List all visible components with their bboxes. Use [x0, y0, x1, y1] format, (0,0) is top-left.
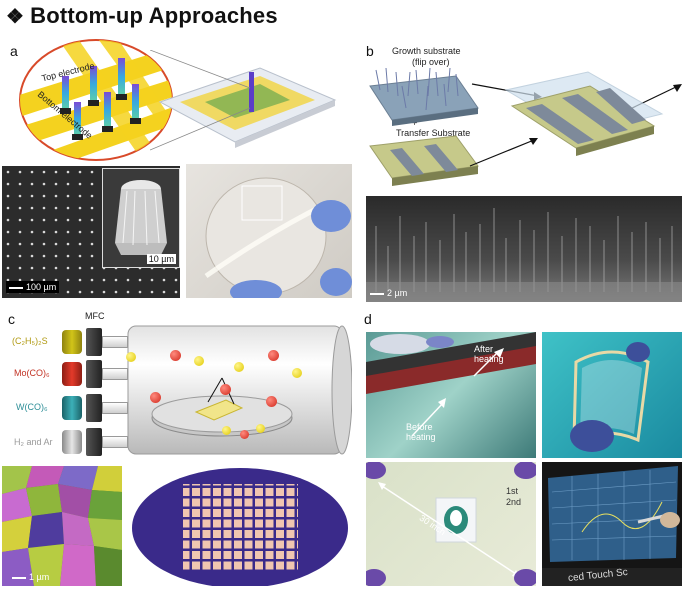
- bullet-icon: ❖: [6, 6, 25, 28]
- panel-a-transparent-device-photo: [186, 164, 352, 298]
- scale-bar-2um: 2 µm: [370, 288, 407, 298]
- panel-b-transfer-schematic: [369, 67, 682, 186]
- mo-molecule: [266, 396, 277, 407]
- mfc-4: [86, 428, 102, 456]
- mo-molecule: [220, 384, 231, 395]
- grain-map: [2, 466, 122, 586]
- page-title: ❖Bottom-up Approaches: [6, 3, 278, 29]
- first-layer-label: 1st: [506, 486, 519, 496]
- panel-d-label: d: [364, 311, 372, 327]
- panel-a-device-schematic: [150, 50, 337, 151]
- touch-screen-scene: [542, 466, 682, 586]
- s-molecule: [234, 362, 244, 372]
- panel-c-patterned-wafer-image: [128, 466, 352, 586]
- panel-a-label: a: [10, 43, 18, 59]
- inset-scale-label: 10 µm: [146, 254, 176, 264]
- plus-label: +: [412, 118, 418, 128]
- carrier-gas-cylinder: [62, 430, 82, 454]
- transfer-substrate-label: Transfer Substrate: [396, 128, 471, 138]
- mo-precursor-cylinder: [62, 362, 82, 386]
- s-molecule: [292, 368, 302, 378]
- mo-molecule: [150, 392, 161, 403]
- roll-transfer-scene: [366, 332, 536, 437]
- gas-precursor-s-label: (C₂H₅)₂S: [12, 336, 48, 346]
- panel-d-roll-transfer-photo: After heating Before heating: [366, 332, 536, 458]
- scale-bar-100um: 100 µm: [6, 281, 60, 293]
- mo-molecule: [240, 430, 249, 439]
- scale-bar-line-c: [12, 576, 26, 579]
- flexible-film: [204, 177, 352, 298]
- mo-molecule: [268, 350, 279, 361]
- panel-c-label: c: [8, 311, 15, 327]
- before-heating-label: Before heating: [406, 422, 436, 442]
- panel-a-circle-schematic: [19, 39, 173, 161]
- panel-a-sem-array-image: 10 µm 100 µm: [2, 166, 180, 298]
- panel-b-label: b: [366, 43, 374, 59]
- scale-bar-line: [9, 286, 23, 289]
- growth-substrate-label: Growth substrate: [392, 46, 461, 56]
- title-text: Bottom-up Approaches: [30, 3, 278, 28]
- scale-bar-label: 100 µm: [26, 282, 57, 292]
- mo-molecule: [170, 350, 181, 361]
- mfc-2: [86, 360, 102, 388]
- mfc-3: [86, 394, 102, 422]
- s-molecule: [126, 352, 136, 362]
- mfc-1: [86, 328, 102, 356]
- gas-carrier-label: H₂ and Ar: [14, 437, 53, 447]
- w-precursor-cylinder: [62, 396, 82, 420]
- panel-a-sem-inset: 10 µm: [102, 168, 180, 268]
- s-molecule: [194, 356, 204, 366]
- panel-c-grain-map-image: 1 µm: [2, 466, 122, 586]
- s-molecule: [256, 424, 265, 433]
- after-heating-label: After heating: [474, 344, 504, 364]
- scale-bar-line-b: [370, 292, 384, 295]
- panel-d-30-inch-film-photo: 30 inch 1st 2nd: [366, 462, 536, 586]
- s-precursor-cylinder: [62, 330, 82, 354]
- nanowire-bundle: [115, 180, 167, 255]
- sheet-scene: [366, 462, 536, 586]
- rolled-film: [570, 342, 650, 452]
- panel-d-flexible-film-photo: [542, 332, 682, 458]
- nanowire-forest: [366, 208, 682, 302]
- mfc-label: MFC: [85, 311, 105, 321]
- scale-bar-label-b: 2 µm: [387, 288, 408, 298]
- scale-bar-label-c: 1 µm: [29, 572, 50, 582]
- panel-d-touch-screen-photo: ced Touch Sc: [542, 462, 682, 586]
- gas-precursor-w-label: W(CO)₆: [16, 402, 48, 412]
- panel-b-sem-nanowires-image: 2 µm: [366, 196, 682, 302]
- cvd-reactor-tube: [127, 325, 352, 455]
- wafer-array: [132, 468, 348, 586]
- gas-precursor-mo-label: Mo(CO)₆: [14, 368, 50, 378]
- flip-over-label: (flip over): [412, 57, 450, 67]
- scale-bar-1um: 1 µm: [12, 572, 49, 582]
- second-layer-label: 2nd: [506, 497, 522, 507]
- s-molecule: [222, 426, 231, 435]
